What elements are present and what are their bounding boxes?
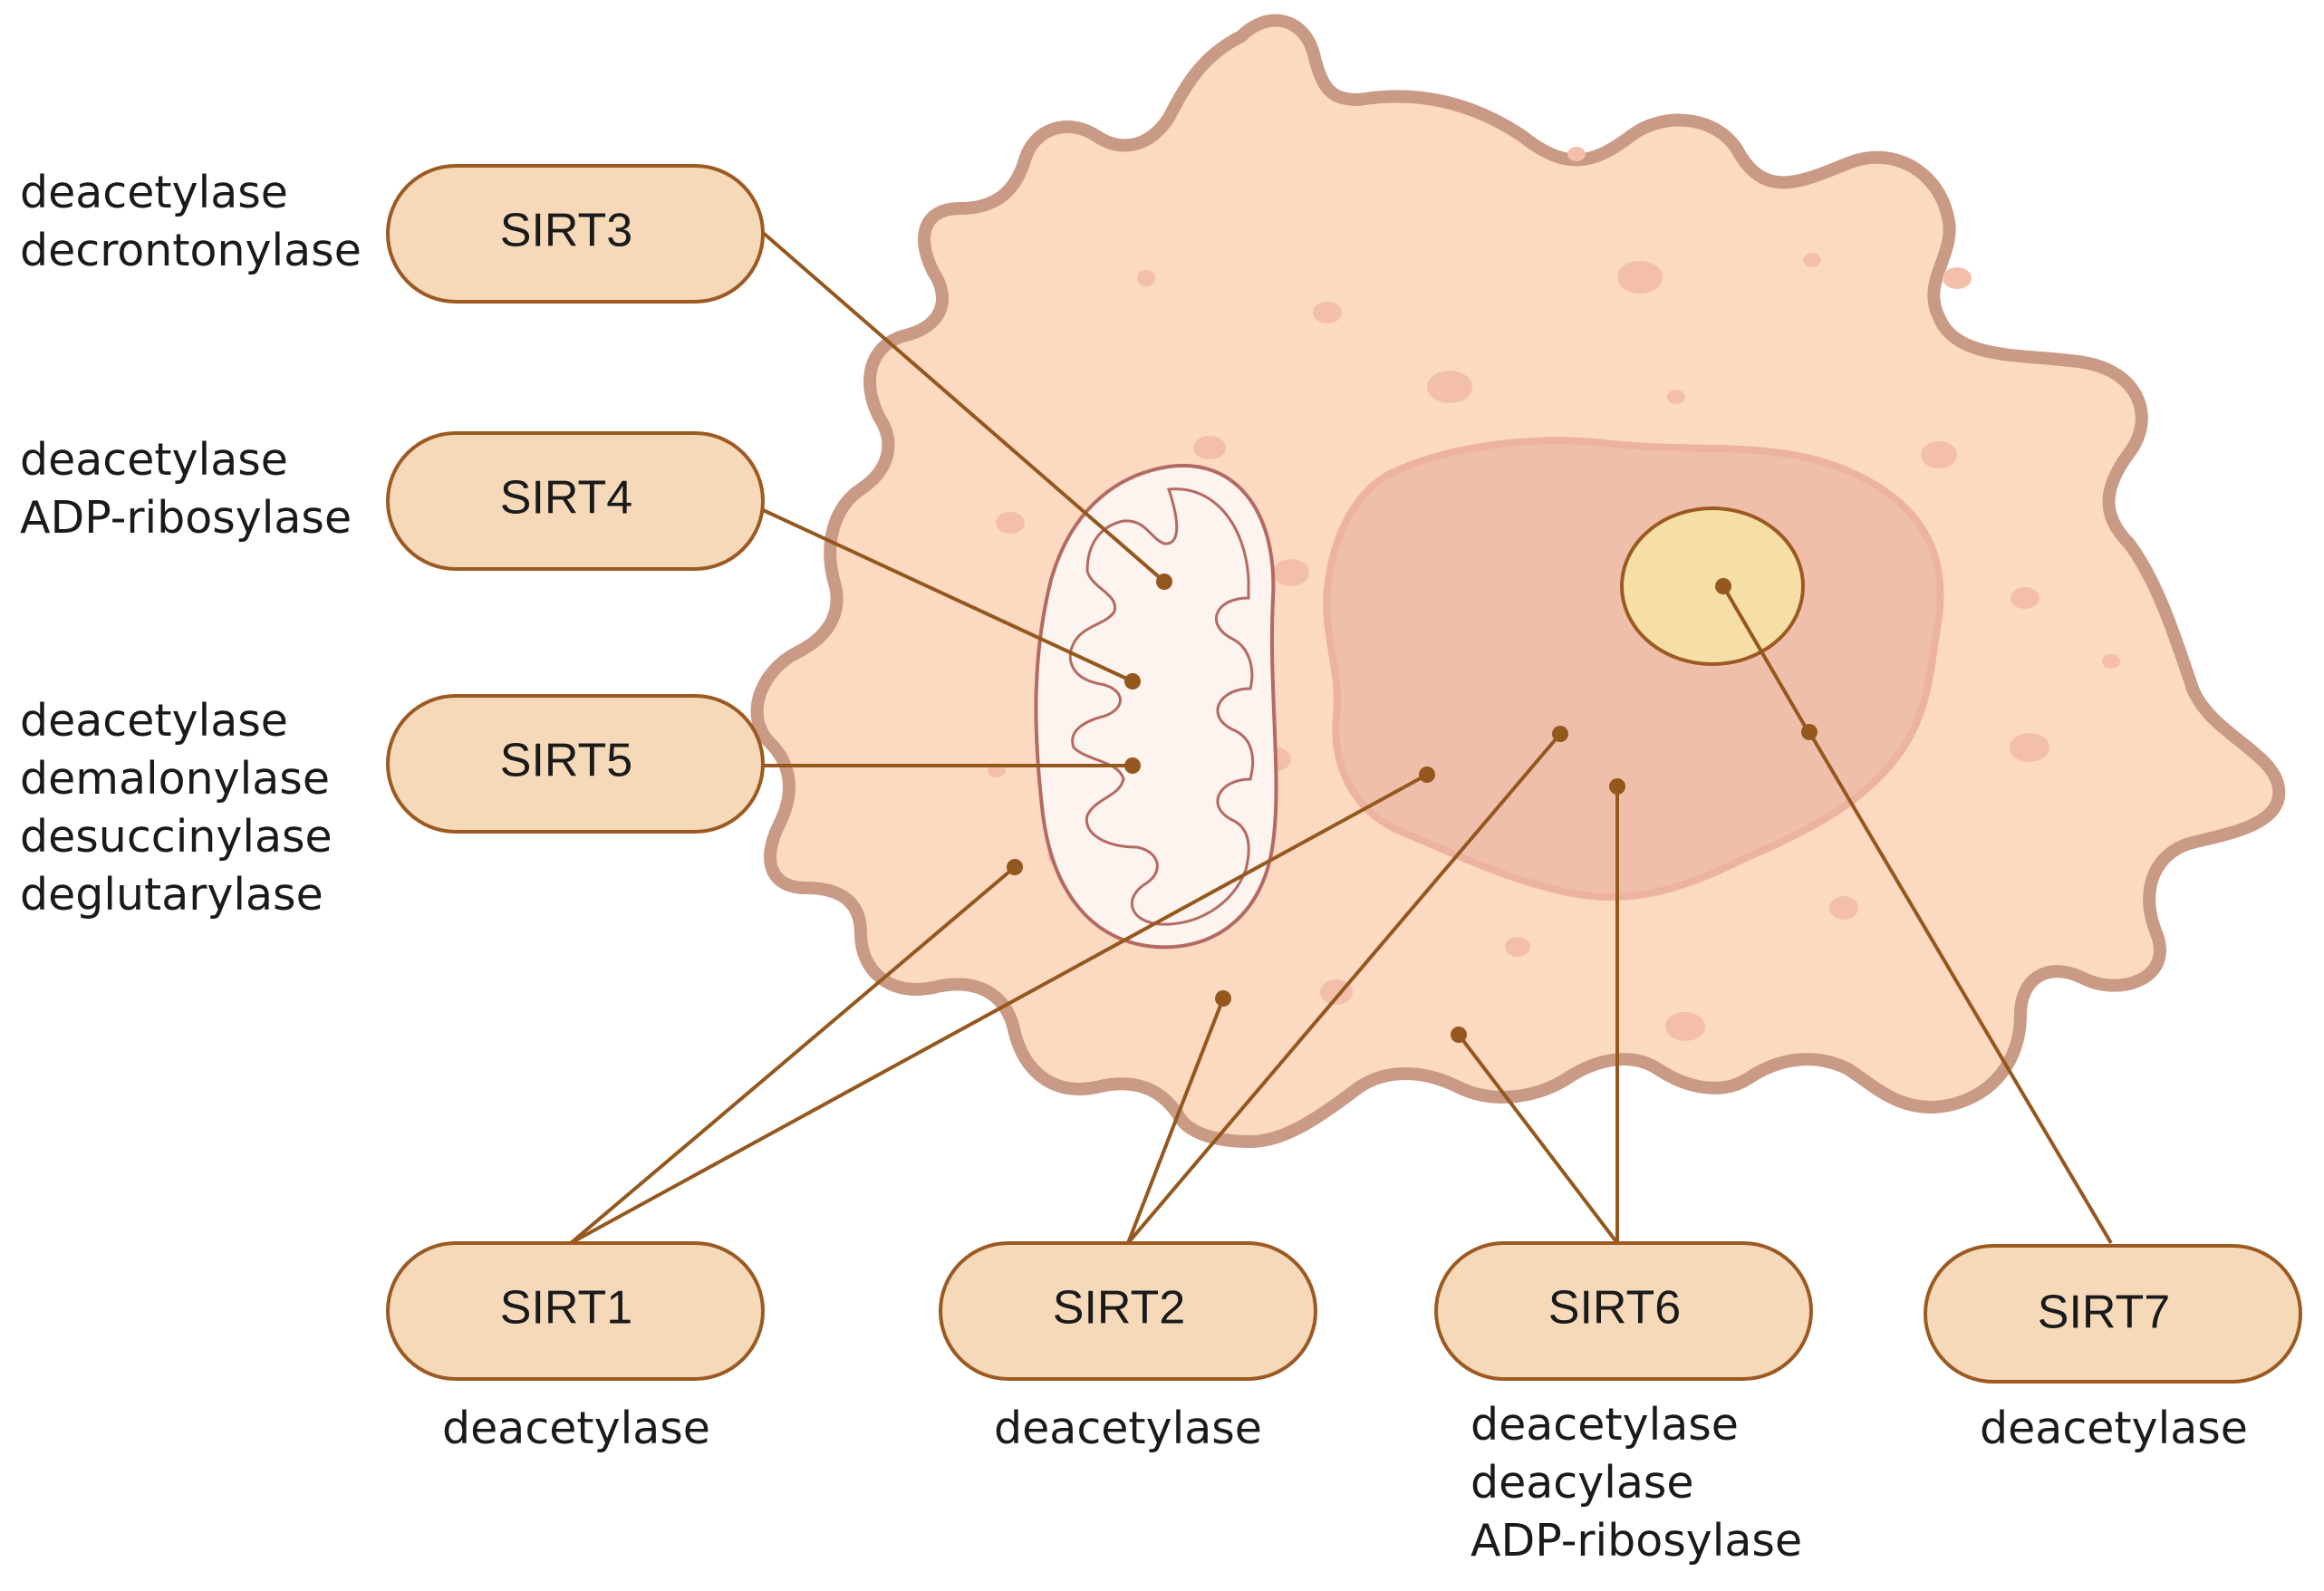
pill-label: SIRT7 <box>2038 1287 2170 1339</box>
function-label: decrontonylase <box>20 225 362 276</box>
function-label: deglutarylase <box>20 869 323 921</box>
function-label: deacetylase <box>1471 1399 1739 1451</box>
leader-sirt4 <box>760 507 1133 683</box>
leader-lines <box>569 229 2113 1245</box>
functions-sirt6: deacetylase deacylase ADP-ribosylase <box>1471 1399 1802 1567</box>
pill-sirt3: SIRT3 <box>386 164 765 304</box>
pill-sirt4: SIRT4 <box>386 431 765 571</box>
leader-sirt1-a <box>569 865 1017 1245</box>
leader-sirt1-b <box>570 773 1428 1245</box>
functions-sirt7: deacetylase <box>1980 1403 2248 1454</box>
pill-sirt2: SIRT2 <box>939 1241 1317 1381</box>
pill-sirt7: SIRT7 <box>1924 1244 2302 1384</box>
functions-sirt2: deacetylase <box>994 1403 1262 1454</box>
function-label: ADP-ribosylase <box>20 492 352 544</box>
leader-dots <box>1007 574 1818 1043</box>
pill-sirt5: SIRT5 <box>386 694 765 834</box>
functions-sirt5: deacetylase demalonylase desuccinylase d… <box>20 695 333 921</box>
functions-sirt1: deacetylase <box>442 1403 710 1454</box>
function-label: ADP-ribosylase <box>1471 1515 1802 1567</box>
pill-label: SIRT1 <box>500 1282 632 1335</box>
pill-label: SIRT3 <box>500 205 632 257</box>
leader-sirt7-a <box>1808 730 2113 1245</box>
leader-sirt2-a <box>1126 998 1225 1244</box>
function-label: deacetylase <box>20 695 288 747</box>
pill-label: SIRT4 <box>500 472 632 525</box>
function-label: deacetylase <box>20 167 288 218</box>
pill-label: SIRT5 <box>500 735 632 787</box>
pill-label: SIRT6 <box>1548 1282 1681 1335</box>
function-label: deacetylase <box>994 1403 1262 1454</box>
leader-sirt7-b <box>1721 584 1814 740</box>
leader-sirt3 <box>759 229 1166 583</box>
leader-sirt6-a <box>1457 1033 1619 1245</box>
function-label: desuccinylase <box>20 811 333 863</box>
leader-sirt2-b <box>1126 732 1562 1245</box>
functions-sirt4: deacetylase ADP-ribosylase <box>20 434 352 544</box>
function-label: deacetylase <box>442 1403 710 1454</box>
function-label: deacetylase <box>1980 1403 2248 1454</box>
pill-sirt6: SIRT6 <box>1434 1241 1813 1381</box>
functions-sirt3: deacetylase decrontonylase <box>20 167 362 276</box>
function-label: deacylase <box>1471 1457 1694 1509</box>
function-label: deacetylase <box>20 434 288 486</box>
pill-sirt1: SIRT1 <box>386 1241 765 1381</box>
pill-label: SIRT2 <box>1053 1282 1185 1335</box>
cytoplasm-granules <box>988 147 2120 1041</box>
mitochondrion <box>1034 463 1278 950</box>
nucleolus <box>1620 506 1805 666</box>
function-label: demalonylase <box>20 753 330 805</box>
